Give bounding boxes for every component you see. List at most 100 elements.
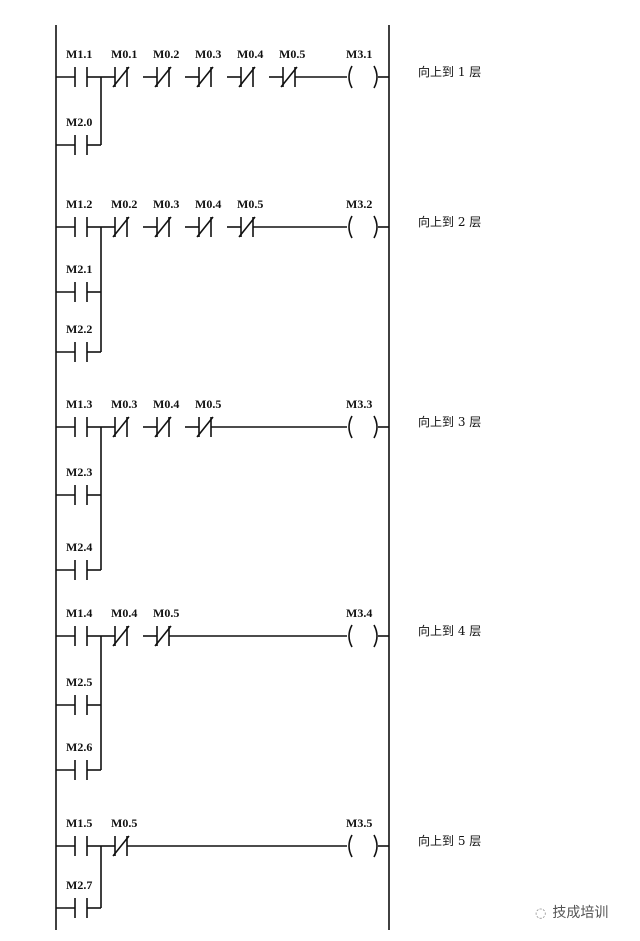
contact-label: M0.5 bbox=[279, 47, 305, 61]
contact-label: M0.3 bbox=[195, 47, 221, 61]
contact-label: M2.5 bbox=[66, 675, 92, 689]
contact-label: M0.5 bbox=[195, 397, 221, 411]
rung-comment: 向上到 2 层 bbox=[418, 214, 481, 229]
contact-label: M0.5 bbox=[237, 197, 263, 211]
coil-left-arc bbox=[348, 65, 353, 89]
no-contact: M1.5 bbox=[56, 816, 101, 856]
nc-contact: M0.5 bbox=[269, 47, 305, 88]
no-contact: M1.3 bbox=[56, 397, 101, 437]
coil-label: M3.2 bbox=[346, 197, 372, 211]
contact-slash bbox=[112, 625, 130, 647]
contact-slash bbox=[112, 216, 130, 238]
no-contact: M2.5 bbox=[56, 675, 101, 715]
contact-label: M2.2 bbox=[66, 322, 92, 336]
coil: M3.4 bbox=[346, 606, 389, 648]
coil-label: M3.1 bbox=[346, 47, 372, 61]
contact-label: M1.4 bbox=[66, 606, 92, 620]
contact-label: M2.4 bbox=[66, 540, 92, 554]
contact-label: M0.2 bbox=[111, 197, 137, 211]
contact-slash bbox=[196, 216, 214, 238]
no-contact: M1.1 bbox=[56, 47, 101, 87]
nc-contact: M0.4 bbox=[143, 397, 179, 438]
coil-right-arc bbox=[373, 415, 378, 439]
rung-4: M1.4M2.5M2.6 M0.4 M0.5 M3.4 向上到 4 层 bbox=[56, 606, 481, 780]
coil-left-arc bbox=[348, 215, 353, 239]
rung-comment: 向上到 3 层 bbox=[418, 414, 481, 429]
contact-slash bbox=[154, 66, 172, 88]
contact-slash bbox=[238, 216, 256, 238]
contact-slash bbox=[154, 625, 172, 647]
nc-contact: M0.4 bbox=[101, 606, 137, 647]
contact-slash bbox=[112, 416, 130, 438]
contact-slash bbox=[154, 416, 172, 438]
no-contact: M2.7 bbox=[56, 878, 101, 918]
contact-label: M0.4 bbox=[111, 606, 137, 620]
no-contact: M2.1 bbox=[56, 262, 101, 302]
coil-label: M3.3 bbox=[346, 397, 372, 411]
contact-label: M2.6 bbox=[66, 740, 92, 754]
contact-label: M2.0 bbox=[66, 115, 92, 129]
nc-contact: M0.5 bbox=[227, 197, 263, 238]
rung-2: M1.2M2.1M2.2 M0.2 M0.3 M0.4 M0.5 M3.2 向上到 2 层 bbox=[56, 197, 481, 362]
nc-contact: M0.2 bbox=[101, 197, 137, 238]
no-contact: M2.6 bbox=[56, 740, 101, 780]
contact-label: M2.7 bbox=[66, 878, 92, 892]
no-contact: M1.2 bbox=[56, 197, 101, 237]
contact-label: M1.3 bbox=[66, 397, 92, 411]
contact-slash bbox=[280, 66, 298, 88]
no-contact: M2.0 bbox=[56, 115, 101, 155]
no-contact: M2.2 bbox=[56, 322, 101, 362]
contact-slash bbox=[112, 66, 130, 88]
nc-contact: M0.3 bbox=[185, 47, 221, 88]
coil: M3.2 bbox=[346, 197, 389, 239]
no-contact: M2.4 bbox=[56, 540, 101, 580]
contact-label: M2.1 bbox=[66, 262, 92, 276]
contact-slash bbox=[154, 216, 172, 238]
coil-left-arc bbox=[348, 624, 353, 648]
coil: M3.1 bbox=[346, 47, 389, 89]
coil: M3.5 bbox=[346, 816, 389, 858]
watermark-text: 技成培训 bbox=[552, 905, 609, 921]
nc-contact: M0.4 bbox=[227, 47, 263, 88]
contact-label: M0.2 bbox=[153, 47, 179, 61]
wechat-icon: ◌ bbox=[535, 906, 547, 921]
nc-contact: M0.5 bbox=[101, 816, 137, 857]
contact-label: M0.3 bbox=[153, 197, 179, 211]
nc-contact: M0.1 bbox=[101, 47, 137, 88]
coil: M3.3 bbox=[346, 397, 389, 439]
nc-contact: M0.5 bbox=[143, 606, 179, 647]
no-contact: M2.3 bbox=[56, 465, 101, 505]
rung-comment: 向上到 4 层 bbox=[418, 623, 481, 638]
contact-slash bbox=[112, 835, 130, 857]
coil-right-arc bbox=[373, 65, 378, 89]
coil-label: M3.4 bbox=[346, 606, 372, 620]
contact-label: M0.1 bbox=[111, 47, 137, 61]
contact-label: M0.4 bbox=[153, 397, 179, 411]
coil-right-arc bbox=[373, 834, 378, 858]
coil-right-arc bbox=[373, 215, 378, 239]
contact-label: M0.5 bbox=[153, 606, 179, 620]
nc-contact: M0.5 bbox=[185, 397, 221, 438]
contact-label: M2.3 bbox=[66, 465, 92, 479]
rung-1: M1.1M2.0 M0.1 M0.2 M0.3 M0.4 M0.5 M3.1 向上到 1 层 bbox=[56, 47, 481, 155]
nc-contact: M0.2 bbox=[143, 47, 179, 88]
no-contact: M1.4 bbox=[56, 606, 101, 646]
nc-contact: M0.4 bbox=[185, 197, 221, 238]
contact-label: M0.5 bbox=[111, 816, 137, 830]
contact-label: M0.4 bbox=[237, 47, 263, 61]
coil-left-arc bbox=[348, 834, 353, 858]
contact-slash bbox=[196, 416, 214, 438]
contact-slash bbox=[196, 66, 214, 88]
rung-comment: 向上到 1 层 bbox=[418, 64, 481, 79]
coil-label: M3.5 bbox=[346, 816, 372, 830]
contact-label: M0.3 bbox=[111, 397, 137, 411]
watermark: ◌ 技成培训 bbox=[535, 902, 608, 922]
nc-contact: M0.3 bbox=[143, 197, 179, 238]
nc-contact: M0.3 bbox=[101, 397, 137, 438]
contact-label: M0.4 bbox=[195, 197, 221, 211]
contact-label: M1.1 bbox=[66, 47, 92, 61]
contact-slash bbox=[238, 66, 256, 88]
rung-3: M1.3M2.3M2.4 M0.3 M0.4 M0.5 M3.3 向上到 3 层 bbox=[56, 397, 481, 580]
